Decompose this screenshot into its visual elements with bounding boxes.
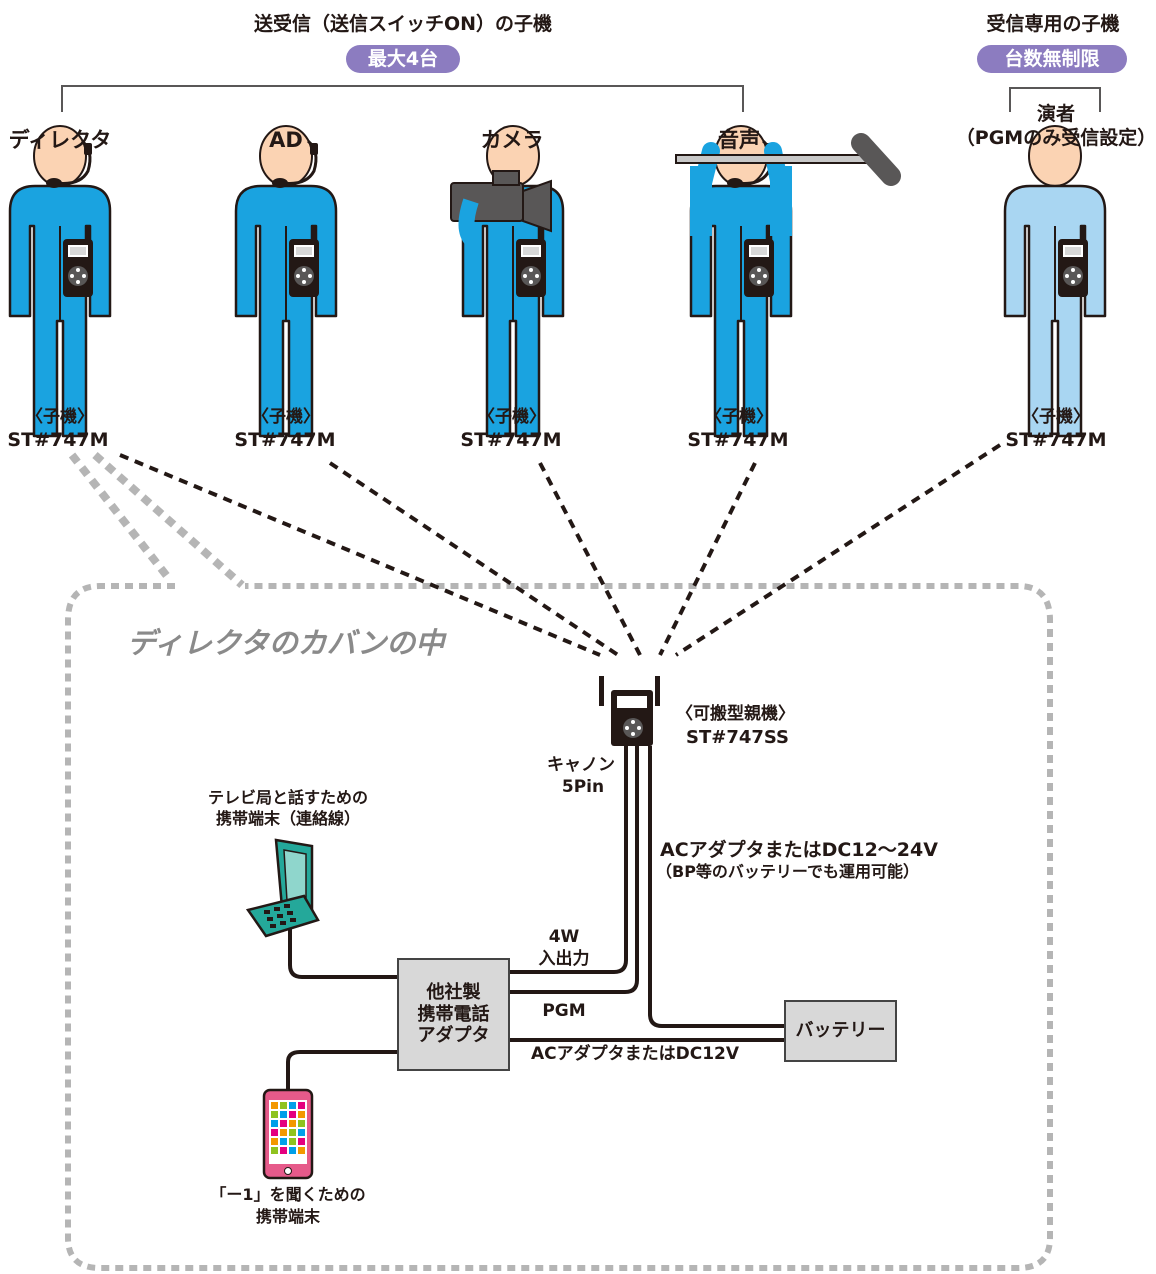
video-camera-icon [450, 170, 552, 248]
power-label: ACアダプタまたはDC12〜24V [660, 839, 938, 861]
group-left-title: 送受信（送信スイッチON）の子機 [253, 13, 553, 35]
flip-phone-icon [245, 838, 320, 938]
group-bracket-right [1009, 87, 1101, 112]
base-unit-label: 〈可搬型親機〉 [676, 704, 795, 724]
battery-box: バッテリー [784, 1000, 897, 1062]
pgm-label: PGM [542, 1001, 586, 1021]
phone-adapter-box: 他社製 携帯電話 アダプタ [397, 958, 510, 1071]
unit-label-camera: 〈子機〉 [478, 407, 546, 427]
phone-label: テレビ局と話すための [207, 788, 369, 807]
group-right-badge: 台数無制限 [977, 45, 1127, 73]
role-performer: 演者 [1036, 103, 1076, 125]
person-director [8, 124, 112, 438]
unit-label-audio: 〈子機〉 [705, 407, 773, 427]
radio-links [119, 443, 1002, 657]
power-note: （BP等のバッテリーでも運用可能） [656, 862, 919, 881]
group-bracket-left [61, 85, 744, 112]
unit-label-ad: 〈子機〉 [252, 407, 320, 427]
adapter-line1: 他社製 [426, 982, 481, 1004]
unit-label-performer: 〈子機〉 [1022, 407, 1090, 427]
role-audio: 音声 [718, 128, 760, 152]
unit-model-camera: ST#747M [460, 429, 562, 451]
smartphone-icon [262, 1088, 314, 1180]
role-performer-note: （PGMのみ受信設定） [955, 127, 1156, 149]
unit-model-director: ST#747M [7, 429, 109, 451]
unit-model-ad: ST#747M [234, 429, 336, 451]
person-performer [1003, 124, 1107, 438]
role-ad: AD [269, 128, 303, 152]
canon-pin-label: 5Pin [561, 777, 605, 797]
phone-label-2: 携帯端末（連絡線） [215, 809, 361, 828]
unit-model-audio: ST#747M [687, 429, 789, 451]
role-director: ディレクタ [8, 128, 112, 152]
smartphone-label: 「ー1」を聞くための [210, 1185, 366, 1204]
unit-model-performer: ST#747M [1005, 429, 1107, 451]
battery-label: バッテリー [795, 1020, 886, 1042]
role-camera: カメラ [480, 128, 544, 152]
person-ad [234, 124, 338, 438]
cables [286, 746, 784, 1090]
bag-frame [65, 583, 1053, 1271]
group-left-badge: 最大4台 [346, 45, 460, 73]
smartphone-label-2: 携帯端末 [255, 1207, 321, 1226]
group-right-title: 受信専用の子機 [986, 13, 1120, 35]
base-unit-model: ST#747SS [686, 727, 790, 748]
io-label: 4W [548, 927, 580, 947]
boom-microphone-icon [675, 133, 901, 186]
adapter-line2: 携帯電話 [417, 1003, 490, 1025]
bag-title: ディレクタのカバンの中 [127, 626, 445, 660]
base-station-icon [599, 676, 660, 746]
person-camera [450, 124, 565, 438]
io-label-2: 入出力 [538, 949, 590, 969]
canon-label: キャノン [547, 755, 615, 775]
unit-label-director: 〈子機〉 [26, 407, 94, 427]
adapter-line3: アダプタ [417, 1025, 490, 1047]
adapter-power-label: ACアダプタまたはDC12V [531, 1044, 740, 1064]
person-audio [675, 124, 901, 438]
